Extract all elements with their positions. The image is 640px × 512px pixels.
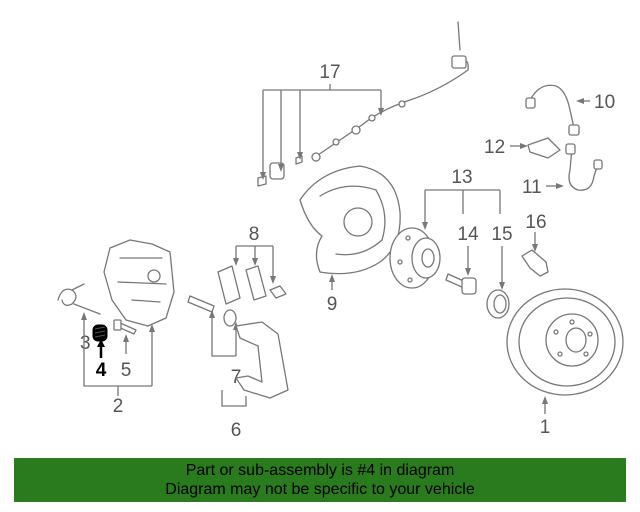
callout-10: 10: [576, 92, 615, 113]
callout-14: 14: [457, 224, 479, 276]
callout-6: 6: [221, 390, 247, 441]
callout-5: 5: [121, 334, 132, 381]
part-4-bleeder-cap[interactable]: [92, 324, 108, 342]
banner-line-2: Diagram may not be specific to your vehi…: [165, 481, 475, 498]
notice-banner: Part or sub-assembly is #4 in diagram Di…: [14, 458, 626, 502]
part-2-spring-clip[interactable]: [57, 283, 101, 315]
label-2: 2: [113, 396, 124, 417]
label-4: 4: [96, 360, 107, 381]
part-14-hub-bolt[interactable]: [445, 273, 477, 295]
part-10-brake-hose[interactable]: [525, 84, 580, 136]
callout-8: 8: [233, 224, 276, 284]
label-1: 1: [540, 417, 551, 438]
label-16: 16: [525, 212, 546, 233]
label-6: 6: [231, 420, 242, 441]
label-17: 17: [319, 62, 340, 83]
part-16-bracket[interactable]: [521, 249, 549, 277]
part-6-caliper-bracket[interactable]: [235, 321, 289, 399]
label-5: 5: [121, 360, 132, 381]
callout-12: 12: [484, 137, 528, 158]
callout-1: 1: [540, 396, 551, 438]
label-15: 15: [491, 224, 512, 245]
label-10: 10: [594, 92, 615, 113]
part-8-brake-pads[interactable]: [217, 265, 287, 305]
part-12-bracket[interactable]: [527, 137, 561, 159]
part-2-caliper[interactable]: [103, 239, 175, 327]
callout-4: 4: [96, 339, 107, 381]
part-17-abs-sensor-wire[interactable]: [257, 21, 469, 187]
callout-2: 2: [81, 312, 155, 417]
callout-3: 3: [80, 333, 91, 354]
label-12: 12: [484, 137, 505, 158]
callout-11: 11: [522, 177, 564, 198]
part-1-rotor[interactable]: [506, 288, 624, 396]
label-8: 8: [249, 224, 260, 245]
part-5-bleeder-screw[interactable]: [113, 319, 137, 335]
callout-17: 17: [260, 62, 384, 180]
part-11-brake-line[interactable]: [565, 143, 603, 191]
part-13-hub[interactable]: [389, 227, 441, 289]
banner-line-1: Part or sub-assembly is #4 in diagram: [185, 462, 455, 479]
label-3: 3: [80, 333, 91, 354]
part-9-splash-shield[interactable]: [299, 165, 401, 275]
callout-15: 15: [491, 224, 513, 290]
callout-9: 9: [327, 274, 338, 315]
callout-13: 13: [422, 167, 501, 230]
label-13: 13: [451, 167, 472, 188]
part-15-dust-cap[interactable]: [486, 289, 510, 319]
label-14: 14: [457, 224, 479, 245]
label-9: 9: [327, 294, 338, 315]
callout-16: 16: [525, 212, 547, 252]
label-11: 11: [522, 177, 542, 198]
